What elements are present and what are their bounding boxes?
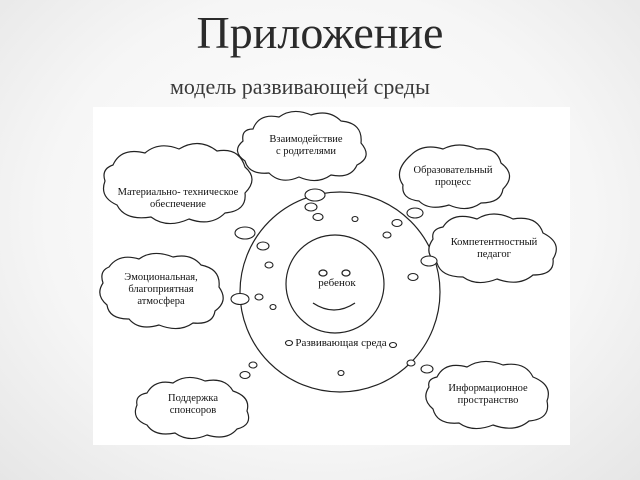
cloud-info-line-1: Информационное xyxy=(448,383,528,394)
page-subtitle: модель развивающей среды xyxy=(170,74,430,99)
cloud-material xyxy=(102,142,253,225)
cloud-sponsors-line-1: Поддержка xyxy=(168,393,218,404)
cloud-info-label: Информационное пространство xyxy=(433,383,543,407)
cloud-parents xyxy=(236,110,367,182)
cloud-competent-line-2: педагог xyxy=(477,249,511,260)
cloud-sponsors-line-2: спонсоров xyxy=(169,405,217,416)
diagram-panel: Взаимодействие с родителями Материально-… xyxy=(93,107,570,445)
cloud-parents-line-1: Взаимодействие xyxy=(269,134,343,145)
cloud-parents-label: Взаимодействие с родителями xyxy=(253,134,359,158)
cloud-info xyxy=(425,360,549,430)
cloud-material-label: Материально- техническое обеспечение xyxy=(103,187,253,211)
cloud-sponsors xyxy=(134,376,250,440)
cloud-info-line-2: пространство xyxy=(457,395,519,406)
cloud-emotional-line-2: благоприятная xyxy=(128,284,194,295)
cloud-emotional xyxy=(99,252,224,330)
cloud-education-line-2: процесс xyxy=(435,177,471,188)
cloud-emotional-line-3: атмосфера xyxy=(137,296,185,307)
child-circle xyxy=(285,234,385,334)
diagram-canvas xyxy=(99,110,557,440)
smiley-face-icon xyxy=(312,269,356,311)
cloud-competent-line-1: Компетентностный xyxy=(450,237,538,248)
cloud-competent-label: Компетентностный педагог xyxy=(439,237,549,261)
cloud-parents-line-2: с родителями xyxy=(275,146,337,157)
page-title: Приложение xyxy=(196,7,444,58)
cloud-education-line-1: Образовательный xyxy=(413,165,493,176)
cloud-emotional-line-1: Эмоциональная, xyxy=(124,272,198,283)
environment-label: Развивающая среда xyxy=(295,337,387,349)
cloud-material-line-1: Материально- техническое xyxy=(117,187,239,198)
center-label: ребенок xyxy=(318,277,356,289)
cloud-education xyxy=(398,144,511,210)
cloud-material-line-2: обеспечение xyxy=(150,199,206,210)
connector-bubbles xyxy=(230,188,438,380)
cloud-sponsors-label: Поддержка спонсоров xyxy=(143,393,243,417)
cloud-education-label: Образовательный процесс xyxy=(403,165,503,189)
cloud-emotional-label: Эмоциональная, благоприятная атмосфера xyxy=(111,272,211,308)
